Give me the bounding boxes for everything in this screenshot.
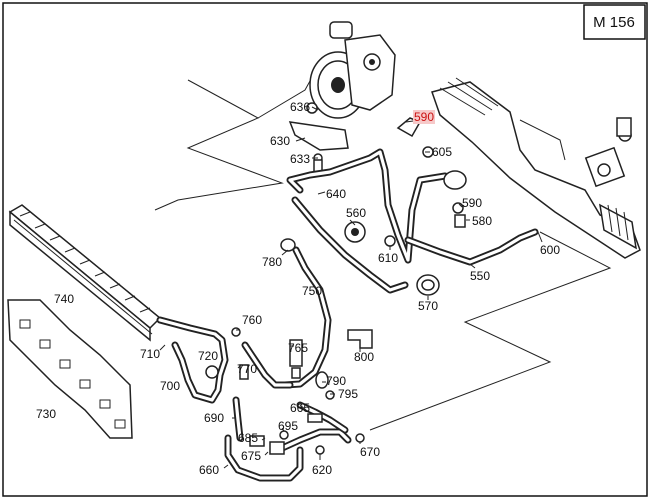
fitting-790 (315, 371, 335, 400)
callout-740: 740 (54, 292, 74, 306)
callout-570: 570 (418, 299, 438, 313)
power-steering-pump (309, 21, 396, 119)
callout-590: 590 (462, 196, 482, 210)
callout-710: 710 (140, 347, 160, 361)
callout-600: 600 (540, 243, 560, 257)
cooler-line-700 (156, 316, 229, 404)
callout-590-highlighted: 590 (414, 110, 434, 124)
callout-630: 630 (270, 134, 290, 148)
callout-550: 550 (470, 269, 490, 283)
callout-780: 780 (262, 255, 282, 269)
seal-ring-570 (416, 274, 440, 296)
callout-633: 633 (290, 152, 310, 166)
section-line-right (369, 231, 612, 431)
callout-730: 730 (36, 407, 56, 421)
cooler-hose-750 (280, 238, 332, 389)
hose-690 (232, 396, 244, 442)
callout-695: 695 (278, 419, 298, 433)
callout-750: 750 (302, 284, 322, 298)
fitting-560 (344, 221, 366, 243)
callout-690: 690 (204, 411, 224, 425)
callout-636: 636 (290, 100, 310, 114)
callout-580: 580 (472, 214, 492, 228)
callout-660: 660 (199, 463, 219, 477)
bracket-800 (347, 329, 373, 349)
model-label: M 156 (593, 14, 635, 31)
callout-590-highlight (413, 110, 435, 124)
steering-gear-rack (431, 77, 641, 259)
cooler-line-770 (205, 327, 294, 389)
fitting-670 (355, 433, 365, 443)
callout-610: 610 (378, 251, 398, 265)
callout-560: 560 (346, 206, 366, 220)
callout-720: 720 (198, 349, 218, 363)
callout-labels: 636 630 633 590 605 640 590 580 560 600 … (36, 100, 560, 477)
clamp-685 (249, 435, 285, 455)
callout-640: 640 (326, 187, 346, 201)
callout-760: 760 (242, 313, 262, 327)
bolt-620 (315, 445, 325, 455)
fitting-610 (384, 235, 396, 247)
pressure-hose (286, 148, 467, 294)
model-box: M 156 (583, 4, 646, 40)
fitting-665 (307, 413, 323, 423)
bracket (288, 102, 349, 173)
callout-700: 700 (160, 379, 180, 393)
callout-765: 765 (288, 341, 308, 355)
callout-670: 670 (360, 445, 380, 459)
callout-605: 605 (432, 145, 452, 159)
return-hose (404, 228, 539, 266)
callout-795: 795 (338, 387, 358, 401)
callout-800: 800 (354, 350, 374, 364)
cooler-bracket (7, 299, 133, 439)
callout-665: 665 (290, 401, 310, 415)
callout-685: 685 (238, 431, 258, 445)
callout-675: 675 (241, 449, 261, 463)
callout-790: 790 (326, 374, 346, 388)
callout-770: 770 (237, 362, 257, 376)
section-line-upper (154, 79, 284, 211)
callout-620: 620 (312, 463, 332, 477)
